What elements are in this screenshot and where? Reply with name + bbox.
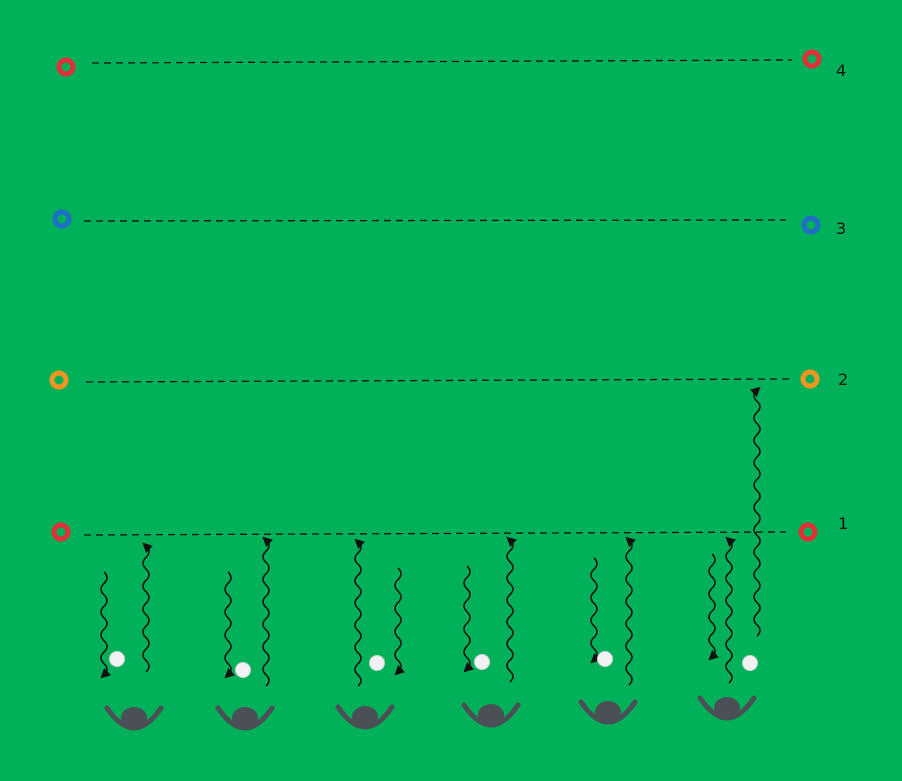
dribble-run-return-6 [708,553,720,661]
ball-5 [597,651,613,667]
line-3: 3 [52,209,846,238]
dribble-run-forward-1 [142,542,154,673]
dribble-run-forward-5 [625,536,637,686]
line-label-3: 3 [836,219,846,238]
player-4 [461,702,521,728]
dribble-run-forward-4 [506,536,518,683]
line-label-1: 1 [838,514,848,533]
line-4: 4 [56,49,846,80]
player-2 [215,705,275,731]
player-head-1 [121,707,147,729]
dribble-run-return-1 [100,571,112,679]
ball-4 [474,654,490,670]
player-3 [335,704,395,730]
dribble-run-forward-3 [354,538,366,687]
ball-6 [742,655,758,671]
dribble-run-forward-2 [262,536,274,687]
player-6 [697,695,757,721]
player-head-3 [352,706,378,728]
player-head-6 [714,697,740,719]
player-5 [578,699,638,725]
ball-1 [109,651,125,667]
cone-right-4 [802,49,822,69]
player-1 [104,705,164,731]
dashed-line-2 [85,378,791,383]
dribble-run-return-5 [590,557,602,664]
line-label-2: 2 [838,370,848,389]
dashed-line-1 [83,531,787,536]
line-2: 2 [49,369,848,390]
dribble-run-return-4 [463,565,475,673]
cone-left-3 [52,209,72,229]
cone-right-2 [800,369,820,389]
dashed-line-3 [83,219,787,222]
cone-left-1 [51,522,71,542]
line-1: 1 [51,514,848,542]
line-label-4: 4 [836,61,846,80]
cone-right-1 [798,522,818,542]
player-head-5 [595,701,621,723]
dashed-line-4 [91,59,793,64]
dribble-run-forward-extra-6 [725,536,737,684]
player-head-2 [232,707,258,729]
players [104,651,758,731]
dribble-run-forward-6 [749,386,761,637]
ball-2 [235,662,251,678]
dribble-runs [100,386,761,687]
cone-right-3 [801,215,821,235]
dribble-run-return-2 [224,571,236,679]
dribble-run-return-3 [394,567,406,676]
cone-left-4 [56,57,76,77]
ball-3 [369,655,385,671]
cone-left-2 [49,370,69,390]
player-head-4 [478,704,504,726]
